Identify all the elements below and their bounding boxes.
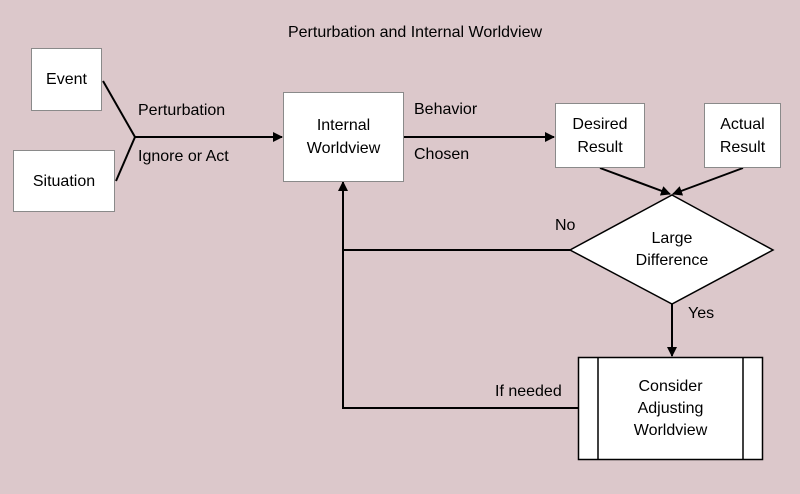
event-connector [102,80,136,138]
internal-worldview-label: Internal Worldview [306,117,381,157]
perturbation-label: Perturbation [138,102,226,119]
yes-label: Yes [688,305,715,322]
situation-box: Situation [13,150,115,212]
ignore-or-act-label: Ignore or Act [138,148,229,165]
event-label: Event [46,71,87,88]
chosen-label: Chosen [414,146,470,163]
actual-result-box: Actual Result [704,103,781,168]
actual-to-diamond-arrow [672,167,744,196]
if-needed-label: If needed [495,383,562,400]
consider-adjusting-label: Consider Adjusting Worldview [633,378,708,439]
situation-label: Situation [32,172,96,190]
consider-adjusting-box-frame [577,356,764,461]
no-label: No [555,217,576,234]
internal-worldview-box: Internal Worldview [283,92,404,182]
behavior-label: Behavior [414,101,478,118]
if-needed-feedback-arrow [338,181,578,409]
desired-result-label: Desired Result [572,115,628,156]
actual-result-label: Actual Result [719,115,766,156]
large-difference-label: Large Difference [635,230,709,269]
diagram-title: Perturbation and Internal Worldview [287,24,543,41]
desired-result-box: Desired Result [555,103,645,168]
event-box: Event [31,48,102,111]
situation-connector [115,136,136,182]
desired-to-diamond-arrow [599,167,671,196]
